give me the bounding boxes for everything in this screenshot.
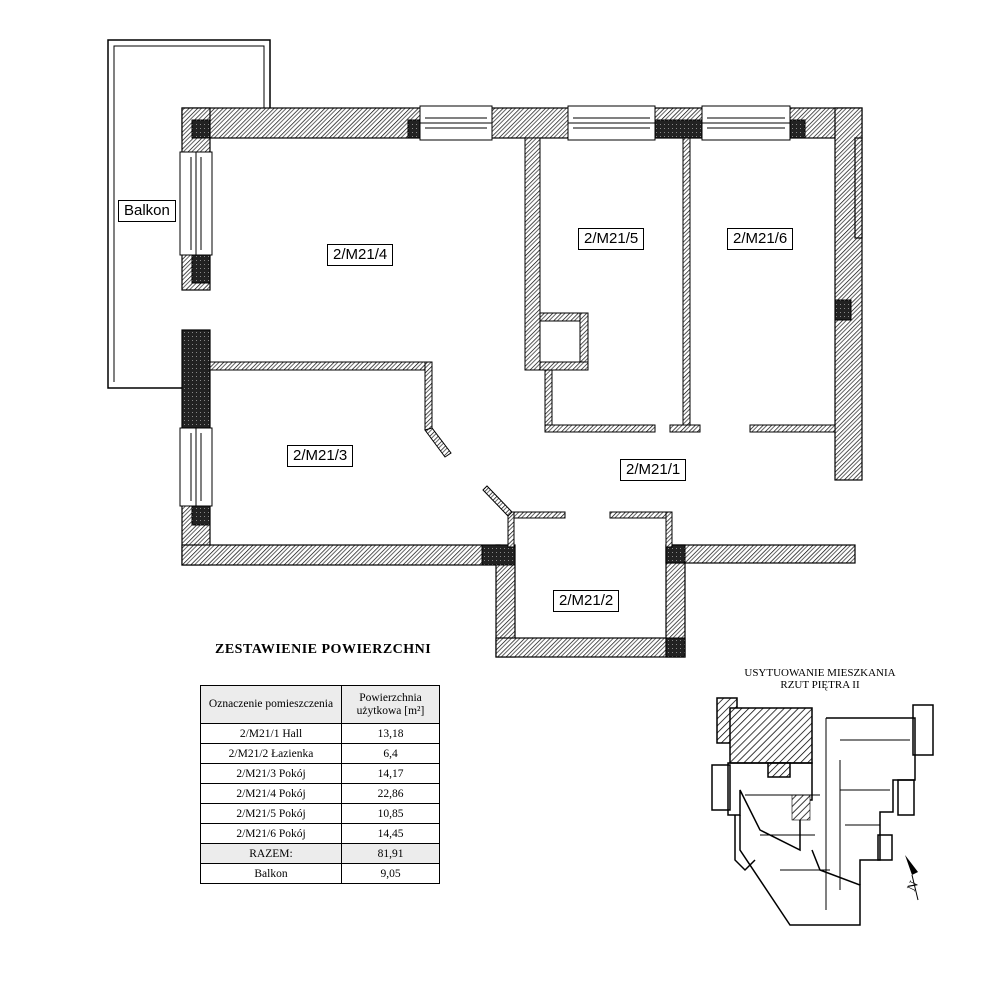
room-label-5: 2/M21/5 [578, 228, 645, 250]
room-area: 13,18 [341, 723, 440, 744]
location-title-line2: RZUT PIĘTRA II [780, 679, 860, 691]
room-label-balkon: Balkon [118, 200, 176, 222]
location-title-line1: USYTUOWANIE MIESZKANIA [744, 667, 896, 679]
structural-columns [181, 119, 852, 658]
interior-walls [209, 137, 836, 548]
room-name: 2/M21/1 Hall [200, 723, 342, 744]
room-name: 2/M21/2 Łazienka [200, 743, 342, 764]
room-name: 2/M21/4 Pokój [200, 783, 342, 804]
total-label: RAZEM: [200, 843, 342, 864]
north-arrow-icon [905, 855, 919, 901]
location-title: USYTUOWANIE MIESZKANIA RZUT PIĘTRA II [720, 667, 920, 691]
room-label-1: 2/M21/1 [620, 459, 687, 481]
balcony-area: 9,05 [341, 863, 440, 884]
room-label-4: 2/M21/4 [327, 244, 394, 266]
total-area: 81,91 [341, 843, 440, 864]
room-name: 2/M21/6 Pokój [200, 823, 342, 844]
room-area: 14,45 [341, 823, 440, 844]
room-area: 14,17 [341, 763, 440, 784]
building-location-plan [711, 697, 934, 926]
room-label-6: 2/M21/6 [727, 228, 794, 250]
room-area: 10,85 [341, 803, 440, 824]
room-name: 2/M21/5 Pokój [200, 803, 342, 824]
room-area: 6,4 [341, 743, 440, 764]
outer-walls [181, 107, 863, 658]
total-row: RAZEM:81,91 [200, 843, 440, 864]
room-label-3: 2/M21/3 [287, 445, 354, 467]
doors [424, 427, 513, 517]
balcony-railing [107, 39, 271, 389]
header-room: Oznaczenie pomieszczenia [200, 685, 342, 724]
header-area-line2: użytkowa [m²] [356, 704, 425, 717]
room-name: 2/M21/3 Pokój [200, 763, 342, 784]
header-area-line1: Powierzchnia [359, 691, 422, 704]
summary-title: ZESTAWIENIE POWIERZCHNI [215, 642, 432, 657]
room-label-2: 2/M21/2 [553, 590, 620, 612]
balcony-label: Balkon [200, 863, 342, 884]
room-area: 22,86 [341, 783, 440, 804]
windows [179, 105, 791, 507]
